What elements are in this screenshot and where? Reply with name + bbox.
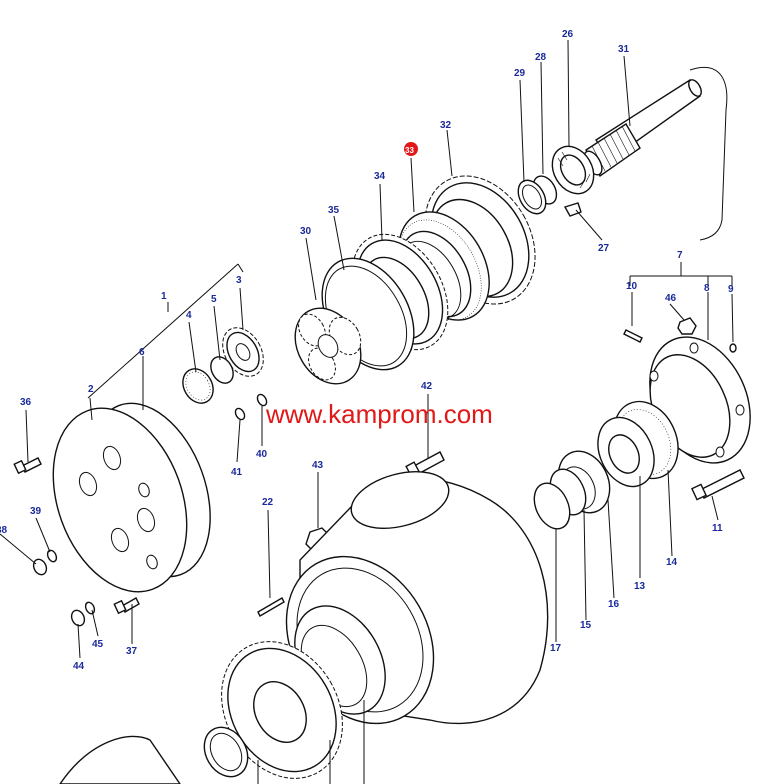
part-3-sun-gear — [222, 327, 264, 377]
label-part-13[interactable]: 13 — [634, 581, 646, 592]
part-26-bearing — [551, 145, 595, 195]
part-2-cover — [52, 402, 211, 593]
label-part-14[interactable]: 14 — [666, 557, 678, 568]
label-part-37[interactable]: 37 — [126, 646, 138, 657]
part-27-clip — [563, 202, 582, 217]
label-part-10[interactable]: 10 — [626, 281, 638, 292]
label-part-29[interactable]: 29 — [514, 68, 526, 79]
label-part-44[interactable]: 44 — [73, 661, 85, 672]
part-5-ring — [210, 356, 234, 384]
part-45-seal-ring — [84, 601, 96, 615]
label-part-36[interactable]: 36 — [20, 397, 32, 408]
part-37-bolt — [113, 597, 140, 615]
label-part-33[interactable]: 33 — [405, 146, 414, 155]
part-4-needle-bearing — [182, 368, 214, 404]
label-part-28[interactable]: 28 — [535, 52, 547, 63]
part-29-washer — [517, 179, 547, 215]
leader-lines — [0, 39, 734, 784]
part-9-pin — [729, 343, 737, 353]
highlight-marker — [404, 142, 418, 156]
label-part-9[interactable]: 9 — [728, 284, 734, 295]
part-44-plug — [70, 609, 86, 627]
label-part-41[interactable]: 41 — [231, 467, 243, 478]
label-part-34[interactable]: 34 — [374, 171, 386, 182]
label-part-30[interactable]: 30 — [300, 226, 312, 237]
part-13-bearing-cup — [597, 416, 655, 488]
label-part-35[interactable]: 35 — [328, 205, 340, 216]
part-46-nut — [677, 317, 697, 335]
part-41-washer — [234, 407, 246, 421]
label-part-40[interactable]: 40 — [256, 449, 268, 460]
label-part-43[interactable]: 43 — [312, 460, 324, 471]
label-part-8[interactable]: 8 — [704, 283, 710, 294]
part-bottom-gear-hub — [59, 641, 343, 784]
label-part-11[interactable]: 11 — [712, 523, 723, 534]
part-11-bolt — [691, 469, 745, 501]
label-part-16[interactable]: 16 — [608, 599, 620, 610]
label-part-39[interactable]: 39 — [30, 506, 42, 517]
label-part-42[interactable]: 42 — [421, 381, 433, 392]
watermark-text: www.kamprom.com — [265, 399, 493, 429]
part-labels: 1 2 3 4 5 6 7 8 9 10 11 13 14 15 16 17 2… — [0, 29, 734, 672]
part-30-planet-carrier — [294, 307, 362, 385]
label-part-32[interactable]: 32 — [440, 120, 452, 131]
label-part-2[interactable]: 2 — [88, 384, 94, 395]
label-part-5[interactable]: 5 — [211, 294, 217, 305]
part-38-plug — [32, 558, 48, 576]
label-part-22[interactable]: 22 — [262, 497, 274, 508]
label-part-15[interactable]: 15 — [580, 620, 592, 631]
bracket-lines — [87, 262, 733, 399]
label-part-7[interactable]: 7 — [677, 250, 683, 261]
label-part-45[interactable]: 45 — [92, 639, 104, 650]
part-17-o-ring — [533, 482, 571, 530]
part-10-bolt — [623, 329, 643, 343]
label-part-6[interactable]: 6 — [139, 347, 145, 358]
label-part-31[interactable]: 31 — [618, 44, 630, 55]
label-part-38[interactable]: 38 — [0, 525, 8, 536]
label-part-27[interactable]: 27 — [598, 243, 610, 254]
part-36-bolt — [13, 457, 42, 475]
label-part-26[interactable]: 26 — [562, 29, 574, 40]
label-part-17[interactable]: 17 — [550, 643, 562, 654]
label-part-4[interactable]: 4 — [186, 310, 192, 321]
label-part-3[interactable]: 3 — [236, 275, 242, 286]
part-31-shaft — [583, 66, 728, 241]
part-22-pin — [257, 597, 285, 617]
label-part-46[interactable]: 46 — [665, 293, 677, 304]
part-39-seal-ring — [46, 549, 58, 563]
part-40-washer — [256, 393, 268, 407]
label-part-1[interactable]: 1 — [161, 291, 167, 302]
